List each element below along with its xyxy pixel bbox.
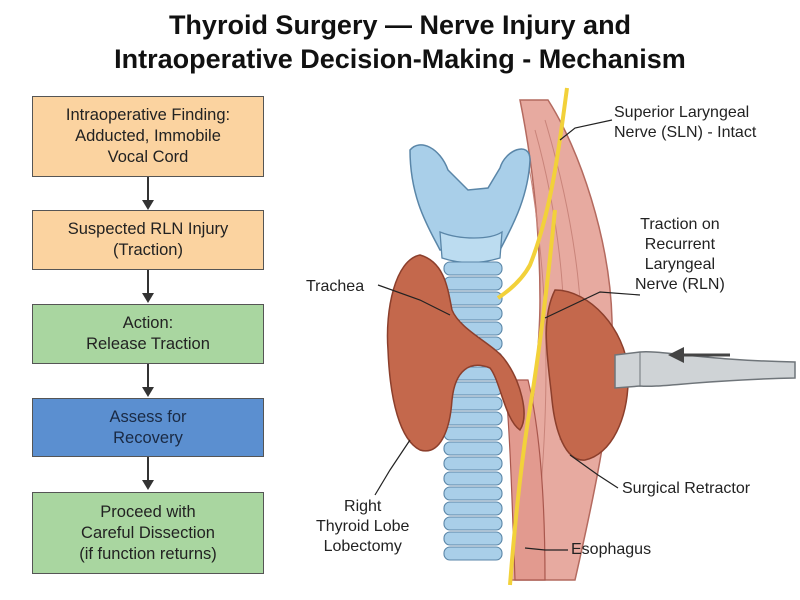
thyroid-cartilage xyxy=(409,144,531,251)
flow-step-4: Assess for Recovery xyxy=(32,398,264,457)
flow-step-5: Proceed with Careful Dissection (if func… xyxy=(32,492,264,574)
flow-step-1: Intraoperative Finding: Adducted, Immobi… xyxy=(32,96,264,177)
label-trachea: Trachea xyxy=(306,278,365,295)
leader-lines xyxy=(374,119,641,551)
tracheal-ring xyxy=(443,291,503,306)
superior-laryngeal-nerve xyxy=(496,87,569,300)
label-esophagus: Esophagus xyxy=(571,541,652,558)
title-line-1: Thyroid Surgery — Nerve Injury and xyxy=(168,10,632,40)
diagram-title: Thyroid Surgery — Nerve Injury and Intra… xyxy=(0,8,800,76)
leader-esophagus xyxy=(524,547,568,551)
flowchart-arrows xyxy=(142,177,154,490)
leader-sln xyxy=(559,119,613,141)
recurrent-laryngeal-nerve xyxy=(508,209,557,586)
tracheal-ring xyxy=(443,546,503,561)
surgical-retractor xyxy=(614,350,796,389)
tracheal-ring xyxy=(443,276,503,291)
label-surgical-retractor: Surgical Retractor xyxy=(622,480,751,497)
tracheal-ring xyxy=(443,516,503,531)
arrow-3 xyxy=(142,364,154,397)
label-right-thyroid-lobe: Right Thyroid Lobe Lobectomy xyxy=(316,498,410,555)
tracheal-ring xyxy=(443,471,503,486)
tracheal-ring xyxy=(443,531,503,546)
thyroid-lobe-left xyxy=(545,289,629,461)
tracheal-rings xyxy=(443,261,503,561)
tracheal-ring xyxy=(443,441,503,456)
tracheal-ring xyxy=(443,261,503,276)
thyroid-lobe xyxy=(386,254,525,452)
leader-right-lobe xyxy=(374,439,411,496)
leader-trachea xyxy=(377,284,451,316)
tracheal-ring xyxy=(443,456,503,471)
arrow-4 xyxy=(142,457,154,490)
title-line-2: Intraoperative Decision-Making - Mechani… xyxy=(114,44,686,74)
tracheal-ring xyxy=(443,426,503,441)
arrow-1 xyxy=(142,177,154,210)
tracheal-ring xyxy=(443,501,503,516)
leader-retractor xyxy=(569,454,619,489)
label-superior-laryngeal-nerve: Superior Laryngeal Nerve (SLN) - Intact xyxy=(614,104,757,141)
arrow-2 xyxy=(142,270,154,303)
flow-step-2: Suspected RLN Injury (Traction) xyxy=(32,210,264,270)
flow-step-3: Action: Release Traction xyxy=(32,304,264,364)
cricoid-cartilage xyxy=(439,230,503,264)
tracheal-ring xyxy=(443,411,503,426)
leader-traction xyxy=(544,291,641,319)
label-traction-rln: Traction on Recurrent Laryngeal Nerve (R… xyxy=(635,216,725,293)
traction-arrow xyxy=(668,347,730,363)
tracheal-ring xyxy=(443,486,503,501)
